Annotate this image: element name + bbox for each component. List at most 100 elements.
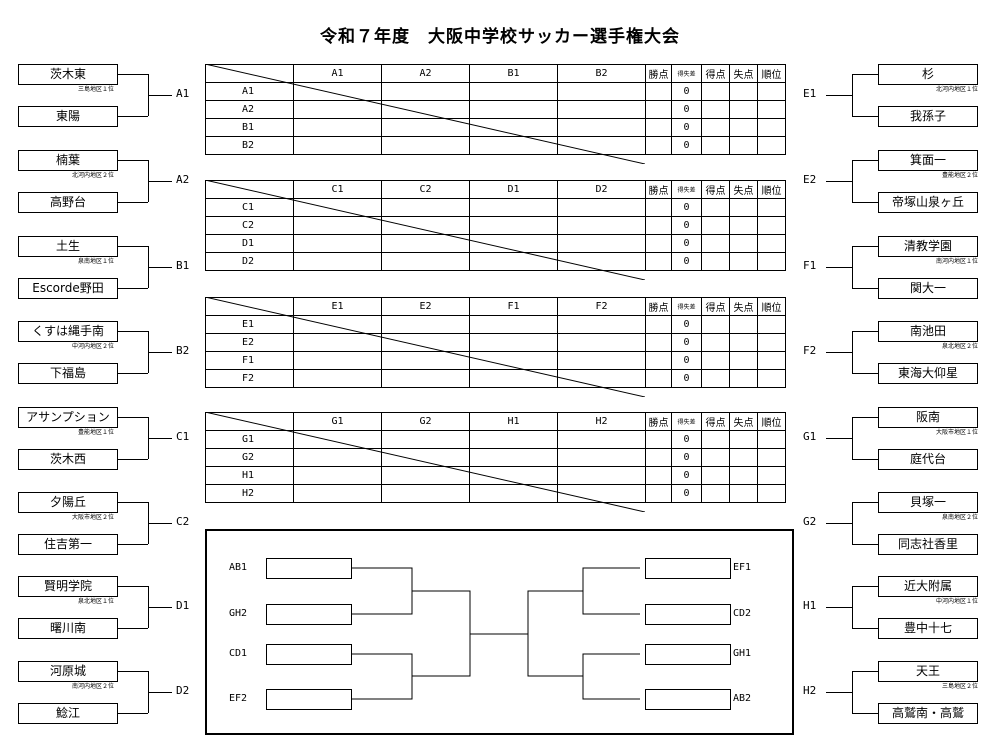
points-cell[interactable]: [645, 351, 672, 370]
goals-for-cell[interactable]: [701, 315, 730, 334]
score-cell[interactable]: [293, 118, 382, 137]
team-box[interactable]: 茨木東: [18, 64, 118, 85]
score-cell[interactable]: [557, 315, 646, 334]
score-cell[interactable]: [469, 466, 558, 485]
score-cell[interactable]: [557, 234, 646, 253]
points-cell[interactable]: [645, 430, 672, 449]
team-box[interactable]: くすは縄手南: [18, 321, 118, 342]
goals-against-cell[interactable]: [729, 216, 758, 235]
final-slot-box[interactable]: [645, 558, 731, 579]
goals-against-cell[interactable]: [729, 234, 758, 253]
points-cell[interactable]: [645, 252, 672, 271]
score-cell[interactable]: [469, 252, 558, 271]
team-box[interactable]: 杉: [878, 64, 978, 85]
goals-against-cell[interactable]: [729, 118, 758, 137]
score-cell[interactable]: [381, 369, 470, 388]
goals-for-cell[interactable]: [701, 100, 730, 119]
goals-for-cell[interactable]: [701, 466, 730, 485]
goals-for-cell[interactable]: [701, 216, 730, 235]
score-cell[interactable]: [293, 234, 382, 253]
points-cell[interactable]: [645, 333, 672, 352]
score-cell[interactable]: [557, 430, 646, 449]
score-cell[interactable]: [381, 351, 470, 370]
score-cell[interactable]: [469, 484, 558, 503]
goals-for-cell[interactable]: [701, 136, 730, 155]
rank-cell[interactable]: [757, 100, 786, 119]
team-box[interactable]: 貝塚一: [878, 492, 978, 513]
score-cell[interactable]: [469, 216, 558, 235]
score-cell[interactable]: [381, 198, 470, 217]
score-cell[interactable]: [381, 82, 470, 101]
team-box[interactable]: 南池田: [878, 321, 978, 342]
score-cell[interactable]: [293, 369, 382, 388]
points-cell[interactable]: [645, 82, 672, 101]
score-cell[interactable]: [381, 448, 470, 467]
team-box[interactable]: 近大附属: [878, 576, 978, 597]
goals-for-cell[interactable]: [701, 82, 730, 101]
goals-for-cell[interactable]: [701, 333, 730, 352]
team-box[interactable]: 庭代台: [878, 449, 978, 470]
score-cell[interactable]: [557, 252, 646, 271]
score-cell[interactable]: [469, 118, 558, 137]
score-cell[interactable]: [557, 216, 646, 235]
rank-cell[interactable]: [757, 484, 786, 503]
goals-against-cell[interactable]: [729, 198, 758, 217]
score-cell[interactable]: [469, 430, 558, 449]
score-cell[interactable]: [469, 351, 558, 370]
team-box[interactable]: 東海大仰星: [878, 363, 978, 384]
score-cell[interactable]: [469, 100, 558, 119]
points-cell[interactable]: [645, 216, 672, 235]
goals-for-cell[interactable]: [701, 369, 730, 388]
score-cell[interactable]: [381, 333, 470, 352]
team-box[interactable]: 帝塚山泉ヶ丘: [878, 192, 978, 213]
team-box[interactable]: 茨木西: [18, 449, 118, 470]
final-slot-box[interactable]: [266, 689, 352, 710]
team-box[interactable]: 関大一: [878, 278, 978, 299]
rank-cell[interactable]: [757, 252, 786, 271]
goals-against-cell[interactable]: [729, 448, 758, 467]
rank-cell[interactable]: [757, 351, 786, 370]
score-cell[interactable]: [557, 100, 646, 119]
score-cell[interactable]: [381, 430, 470, 449]
score-cell[interactable]: [381, 315, 470, 334]
score-cell[interactable]: [293, 198, 382, 217]
goals-against-cell[interactable]: [729, 430, 758, 449]
score-cell[interactable]: [293, 136, 382, 155]
goals-against-cell[interactable]: [729, 466, 758, 485]
points-cell[interactable]: [645, 369, 672, 388]
team-box[interactable]: 清教学園: [878, 236, 978, 257]
team-box[interactable]: 高鷲南・高鷲: [878, 703, 978, 724]
score-cell[interactable]: [293, 448, 382, 467]
goals-for-cell[interactable]: [701, 484, 730, 503]
team-box[interactable]: 同志社香里: [878, 534, 978, 555]
goals-for-cell[interactable]: [701, 430, 730, 449]
goals-against-cell[interactable]: [729, 136, 758, 155]
final-slot-box[interactable]: [645, 644, 731, 665]
goals-against-cell[interactable]: [729, 315, 758, 334]
final-slot-box[interactable]: [266, 604, 352, 625]
team-box[interactable]: 我孫子: [878, 106, 978, 127]
final-slot-box[interactable]: [266, 644, 352, 665]
score-cell[interactable]: [557, 484, 646, 503]
points-cell[interactable]: [645, 448, 672, 467]
team-box[interactable]: 住吉第一: [18, 534, 118, 555]
team-box[interactable]: 曙川南: [18, 618, 118, 639]
score-cell[interactable]: [557, 466, 646, 485]
score-cell[interactable]: [469, 136, 558, 155]
final-slot-box[interactable]: [645, 689, 731, 710]
team-box[interactable]: 賢明学院: [18, 576, 118, 597]
team-box[interactable]: 豊中十七: [878, 618, 978, 639]
goals-for-cell[interactable]: [701, 448, 730, 467]
rank-cell[interactable]: [757, 333, 786, 352]
rank-cell[interactable]: [757, 448, 786, 467]
team-box[interactable]: 鯰江: [18, 703, 118, 724]
goals-for-cell[interactable]: [701, 252, 730, 271]
team-box[interactable]: 楠葉: [18, 150, 118, 171]
points-cell[interactable]: [645, 484, 672, 503]
team-box[interactable]: 阪南: [878, 407, 978, 428]
score-cell[interactable]: [381, 252, 470, 271]
rank-cell[interactable]: [757, 216, 786, 235]
rank-cell[interactable]: [757, 82, 786, 101]
team-box[interactable]: 東陽: [18, 106, 118, 127]
rank-cell[interactable]: [757, 198, 786, 217]
